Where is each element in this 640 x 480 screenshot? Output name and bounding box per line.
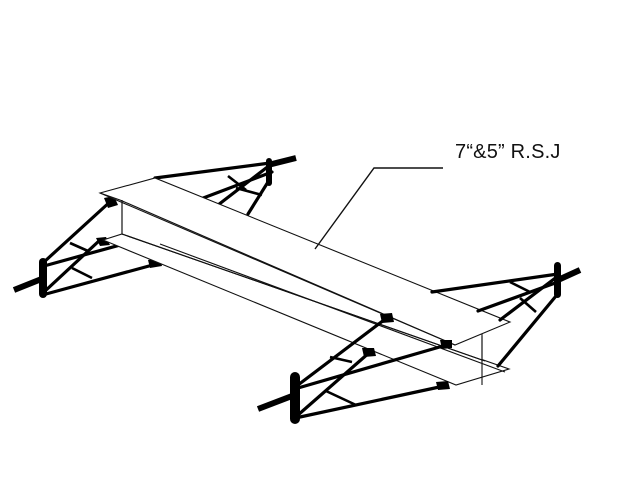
bottom-flange xyxy=(101,233,511,386)
top-flange-edge xyxy=(119,199,456,346)
left-rear-leg-2 xyxy=(246,180,270,216)
right-brace-3 xyxy=(329,355,353,364)
right-brace-4 xyxy=(325,389,357,407)
left-brace-2 xyxy=(71,266,93,280)
right-leg-b xyxy=(496,294,558,368)
right-brace-1 xyxy=(509,280,531,294)
right-leg-3 xyxy=(296,350,372,417)
trestle-right xyxy=(256,262,582,424)
right-clamp-1 xyxy=(380,313,394,323)
left-rear-brace-2 xyxy=(235,186,263,197)
left-leg-3 xyxy=(42,238,102,294)
top-flange-front xyxy=(99,192,121,201)
left-frame-top-rail xyxy=(153,161,272,180)
bottom-flange-back-edge xyxy=(159,243,506,373)
right-leg-1 xyxy=(296,315,390,387)
right-clamp-4 xyxy=(436,381,450,390)
right-leg-a xyxy=(498,274,560,322)
right-axle xyxy=(556,267,582,283)
right-brace-2 xyxy=(519,297,537,313)
left-rear-wheel xyxy=(266,158,272,186)
trestle-left xyxy=(12,155,297,298)
right-front-wheel xyxy=(290,372,300,424)
right-clamp-3 xyxy=(362,348,376,357)
beam-label: 7“&5” R.S.J xyxy=(455,141,561,163)
left-front-wheel xyxy=(39,258,47,298)
left-leg-1 xyxy=(42,198,114,264)
left-axle-rear xyxy=(267,155,297,168)
right-rear-wheel xyxy=(554,262,561,298)
right-leg-4 xyxy=(298,384,446,419)
right-leg-2 xyxy=(296,342,452,390)
leader-line xyxy=(314,167,443,250)
left-leg-4 xyxy=(44,261,162,296)
rsj-beam xyxy=(98,177,512,386)
right-clamp-2 xyxy=(440,340,452,349)
right-axle-front xyxy=(256,393,294,412)
left-brace-1 xyxy=(69,241,89,253)
left-rear-leg-1 xyxy=(216,163,272,207)
right-frame-top-rail xyxy=(430,272,560,294)
left-rear-brace-1 xyxy=(227,174,247,192)
